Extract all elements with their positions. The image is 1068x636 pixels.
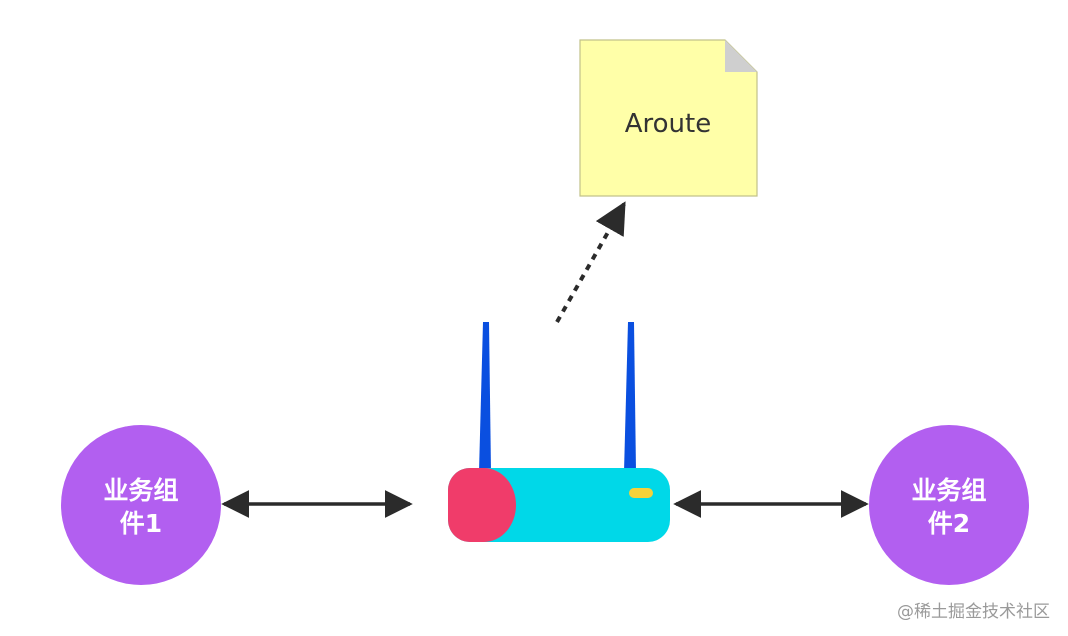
router-antenna-left — [479, 322, 491, 472]
component-2-node: 业务组 件2 — [869, 425, 1029, 585]
router-status-led — [629, 488, 653, 498]
router-icon — [448, 322, 670, 542]
watermark: @稀土掘金技术社区 — [897, 602, 1050, 622]
router-antenna-right — [624, 322, 636, 472]
aroute-note: Aroute — [579, 39, 758, 197]
component-1-node: 业务组 件1 — [61, 425, 221, 585]
component-2-label-line1: 业务组 — [911, 476, 986, 505]
note-body — [579, 39, 758, 197]
router-end-cap — [448, 468, 516, 542]
component-2-circle — [869, 425, 1029, 585]
component-1-circle — [61, 425, 221, 585]
component-1-label-line2: 件1 — [120, 509, 162, 538]
note-label: Aroute — [625, 109, 711, 139]
component-2-label-line2: 件2 — [928, 509, 970, 538]
component-1-label-line1: 业务组 — [103, 476, 178, 505]
note-fold-corner — [725, 40, 757, 72]
dotted-arrow-to-note — [555, 201, 626, 323]
